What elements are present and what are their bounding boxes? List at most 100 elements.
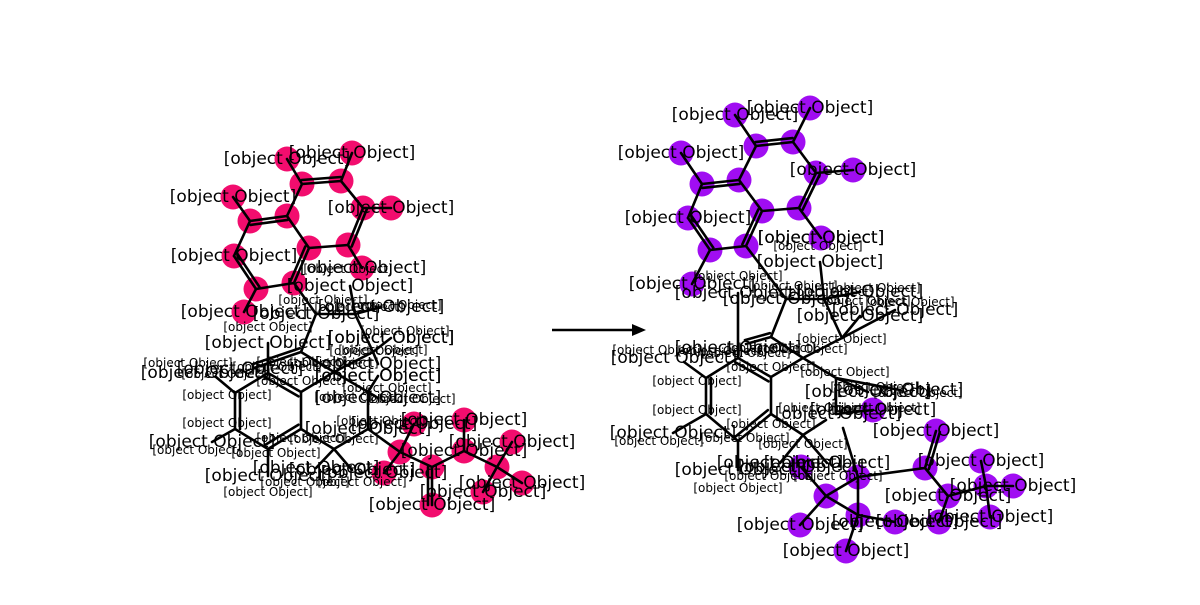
product-atom-n13: [object Object]	[723, 289, 849, 309]
r-nap-6	[292, 246, 311, 285]
p-bond-7-13	[769, 297, 788, 339]
p-bond-6-cl	[682, 360, 708, 380]
reactant-atom-cl: [object Object]	[141, 363, 267, 383]
product-atom-h-c: [object Object]	[618, 143, 744, 163]
r-me-h1	[495, 440, 514, 469]
reactant-index-7: [object Object]	[256, 355, 345, 369]
product-atom-h-cp2: [object Object]	[737, 515, 863, 535]
product-atom-h-me3: [object Object]	[927, 507, 1053, 527]
product-index-16: [object Object]	[612, 343, 701, 357]
bonds	[210, 106, 1015, 553]
reactant-atom-n14: [object Object]	[305, 419, 431, 439]
r-nap-h1	[231, 195, 252, 223]
r-bond-12-7	[299, 350, 336, 374]
p-bond-12-5	[769, 356, 805, 379]
r-bond-4-1	[266, 427, 303, 451]
reactant-index-8: [object Object]	[289, 432, 378, 446]
p-h20	[801, 433, 829, 465]
p-amide-co	[923, 429, 938, 470]
r-nap-h2	[285, 157, 304, 186]
p-cp-h3	[844, 513, 860, 553]
r-n-me	[462, 449, 499, 469]
reactant-index-22: [object Object]	[360, 324, 449, 338]
p-h26	[840, 314, 862, 340]
r-bond-8-14	[332, 427, 370, 451]
p-bond-12-7	[769, 335, 805, 360]
reactant-atom-h-17: [object Object]	[205, 466, 331, 486]
reactant-atom-h-me2: [object Object]	[459, 473, 585, 493]
product-index-9: [object Object]	[797, 332, 886, 346]
p-bond-13-nap	[744, 244, 788, 301]
r-h23	[366, 374, 380, 394]
product-atom-o: [object Object]	[675, 338, 801, 358]
reactant-index-19: [object Object]	[223, 320, 312, 334]
r-h27	[366, 390, 380, 400]
r-h26	[371, 350, 380, 366]
p-bond-6-15	[704, 356, 740, 380]
r-nap-1	[254, 281, 296, 291]
r-bond-7-o-second	[251, 346, 302, 366]
product-index-28: [object Object]	[831, 401, 920, 415]
r-bond-15-5	[266, 371, 303, 394]
product-atom-amide-o: [object Object]	[873, 421, 999, 441]
p-nap-6-second	[741, 208, 760, 246]
product-atom-h-e: [object Object]	[629, 274, 755, 294]
reactant-atom-h-21: [object Object]	[253, 458, 379, 478]
p-cp-h1	[799, 465, 828, 498]
product-atom-h-20: [object Object]	[764, 453, 890, 473]
p-bond-4-1-second	[733, 408, 770, 439]
product-atom-h-18: [object Object]	[610, 423, 736, 443]
reactant-atom-h-a: [object Object]	[170, 187, 296, 207]
reactant-index-10: [object Object]	[314, 300, 403, 314]
product-atom-h-24: [object Object]	[758, 228, 884, 248]
p-bond-4-8	[769, 412, 805, 437]
reactant-index-27: [object Object]	[366, 392, 455, 406]
r-bond-4-1-second	[264, 423, 300, 447]
reactant-index-15: [object Object]	[181, 367, 270, 381]
r-me-h3	[481, 465, 499, 494]
product-atom-h-25: [object Object]	[797, 282, 923, 302]
r-nap-h3	[339, 151, 354, 183]
product-atom-h-b: [object Object]	[747, 98, 873, 118]
reactant-atom-n13: [object Object]	[253, 304, 379, 324]
product-atom-h-21: [object Object]	[717, 453, 843, 473]
product-index-18: [object Object]	[614, 434, 703, 448]
product-index-27: [object Object]	[873, 386, 962, 400]
product-index-5: [object Object]	[726, 360, 815, 374]
reactant-index-11: [object Object]	[314, 390, 403, 404]
r-bond-12-5	[299, 370, 336, 394]
r-nap-10-second	[300, 175, 342, 182]
r-nap-5	[285, 214, 311, 250]
reactant-index-20: [object Object]	[317, 475, 406, 489]
reactant-index-24: [object Object]	[303, 262, 392, 276]
product-atom-h-22: [object Object]	[832, 300, 958, 320]
reactant-atom-h-22b: [object Object]	[328, 328, 454, 348]
product-atom-h-a: [object Object]	[672, 105, 798, 125]
reactant-index-17: [object Object]	[223, 485, 312, 499]
r-h10	[348, 284, 357, 316]
reactant-atom-amide-o: [object Object]	[369, 495, 495, 515]
product-index-6: [object Object]	[652, 374, 741, 388]
r-bond-1-2	[233, 427, 270, 451]
p-nap-5	[737, 178, 764, 213]
reactant-atom-h-24: [object Object]	[300, 258, 426, 278]
reactant-atom-h-e: [object Object]	[181, 302, 307, 322]
p-nap-h3	[791, 106, 812, 144]
atom-labels: [object Object][object Object][object Ob…	[141, 98, 1076, 561]
product-index-20: [object Object]	[793, 469, 882, 483]
p-nap-6	[744, 209, 764, 248]
p-h10	[818, 260, 826, 301]
reactant-atom-h-22: [object Object]	[328, 328, 454, 348]
product-atom-cl: [object Object]	[611, 348, 737, 368]
reactant-index-16: [object Object]	[143, 356, 232, 370]
reactant-index-21: [object Object]	[260, 475, 349, 489]
reactant-atom-h-25: [object Object]	[318, 297, 444, 317]
product-index-13: [object Object]	[748, 279, 837, 293]
p-bond-14-h	[834, 408, 875, 416]
r-bond-7-13	[299, 312, 318, 354]
reactant-index-1: [object Object]	[231, 446, 320, 460]
r-nap-9	[339, 179, 365, 210]
product-atom-h-19: [object Object]	[675, 283, 801, 303]
reactant-index-2: [object Object]	[182, 416, 271, 430]
reactant-atom-nap-n: [object Object]	[171, 246, 297, 266]
